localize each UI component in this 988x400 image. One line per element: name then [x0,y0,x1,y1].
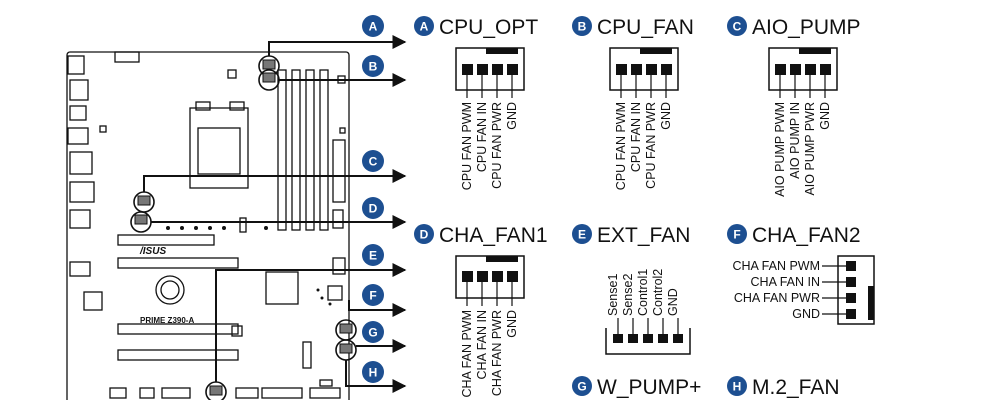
pin-label: AIO PUMP PWR [803,102,817,196]
pin-label: CHA FAN PWM [732,259,820,273]
pin-label: GND [505,102,519,130]
pcie-slot [117,323,239,335]
svg-text:C: C [369,155,378,169]
arrow-badge-f: F [362,284,384,306]
title-f: F CHA_FAN2 [727,224,861,247]
pin-label: CHA FAN PWR [734,291,820,305]
leader-h [345,360,407,393]
arrow-badge-e: E [362,244,384,266]
arrow-badge-b: B [362,55,384,77]
pin-label: CPU FAN IN [629,102,643,172]
dimm-slot [291,69,301,231]
connector-name-g: W_PUMP+ [597,376,701,399]
pin-label: GND [818,102,832,130]
arrow-badge-c: C [362,150,384,172]
svg-text:G: G [368,326,377,340]
cmos-battery [155,275,185,305]
board-outline [66,51,350,400]
pin-label: GND [659,102,673,130]
arrow-badges: A B C D E F G H [362,15,384,383]
pinout-d: CHA FAN PWM CHA FAN IN CHA FAN PWR GND [455,255,525,398]
chipset [265,271,299,305]
connector-name-h: M.2_FAN [752,376,840,399]
svg-text:D: D [369,202,378,216]
pin-label: Sense1 [606,274,620,316]
svg-text:A: A [420,20,429,34]
pin-label: CHA FAN IN [475,310,489,379]
title-b: B CPU_FAN [572,16,694,39]
svg-text:F: F [369,289,376,303]
connector-name-c: AIO_PUMP [752,16,861,39]
connector-name-b: CPU_FAN [597,16,694,39]
connector-name-f: CHA_FAN2 [752,224,861,247]
svg-text:E: E [578,228,586,242]
pinout-f: CHA FAN PWM CHA FAN IN CHA FAN PWR GND [732,255,875,325]
pinout-a: CPU FAN PWM CPU FAN IN CPU FAN PWR GND [455,47,525,190]
connector-name-a: CPU_OPT [439,16,538,39]
title-g: G W_PUMP+ [572,376,701,399]
pin-label: GND [666,288,680,316]
leader-lines [143,35,407,393]
atx-power-connector [332,139,346,203]
leader-a [268,35,407,56]
pin-label: CPU FAN PWR [644,102,658,189]
svg-text:E: E [369,249,377,263]
pin-label: GND [792,307,820,321]
title-a: A CPU_OPT [414,16,538,39]
svg-text:H: H [733,380,742,394]
pin-label: CHA FAN IN [751,275,820,289]
motherboard [66,51,350,400]
pin-label: CPU FAN IN [475,102,489,172]
svg-text:B: B [578,20,587,34]
svg-text:D: D [420,228,429,242]
title-e: E EXT_FAN [572,224,690,247]
board-brand: /ISUS [139,246,166,257]
connector-name-e: EXT_FAN [597,224,690,247]
arrow-badge-h: H [362,361,384,383]
pin-label: GND [505,310,519,338]
title-d: D CHA_FAN1 [414,224,548,247]
board-dots [166,226,332,306]
pin-label: CHA FAN PWR [490,310,504,396]
pin-label: CPU FAN PWM [460,102,474,190]
pinout-b: CPU FAN PWM CPU FAN IN CPU FAN PWR GND [609,47,679,190]
pcie-slot [117,257,239,269]
header-chips [134,59,353,396]
leader-f [348,300,407,317]
svg-text:F: F [733,228,740,242]
svg-text:B: B [369,60,378,74]
dimm-slot [319,69,329,231]
title-h: H M.2_FAN [727,376,840,399]
board-model: PRIME Z390-A [140,316,194,325]
pcie-slot [117,234,215,246]
arrow-badge-g: G [362,321,384,343]
pin-label: CPU FAN PWR [490,102,504,189]
cpu-socket [189,107,249,189]
pin-label: AIO PUMP IN [788,102,802,179]
svg-text:C: C [733,20,742,34]
pin-label: Control2 [651,269,665,316]
dimm-slot [277,69,287,231]
title-c: C AIO_PUMP [727,16,861,39]
arrow-badge-a: A [362,15,384,37]
leader-c [143,169,407,192]
pin-label: Sense2 [621,274,635,316]
pin-label: CHA FAN PWM [460,310,474,398]
svg-text:G: G [577,380,586,394]
pinout-e: Sense1 Sense2 Control1 Control2 GND [605,269,691,355]
pcie-slot [117,349,239,361]
dimm-slot [305,69,315,231]
pin-label: AIO PUMP PWM [773,102,787,197]
svg-text:A: A [369,20,378,34]
svg-text:H: H [369,366,378,380]
pin-label: Control1 [636,269,650,316]
leader-e [215,263,407,382]
connector-name-d: CHA_FAN1 [439,224,548,247]
pin-label: CPU FAN PWM [614,102,628,190]
arrow-badge-d: D [362,197,384,219]
pinout-c: AIO PUMP PWM AIO PUMP IN AIO PUMP PWR GN… [768,47,838,197]
